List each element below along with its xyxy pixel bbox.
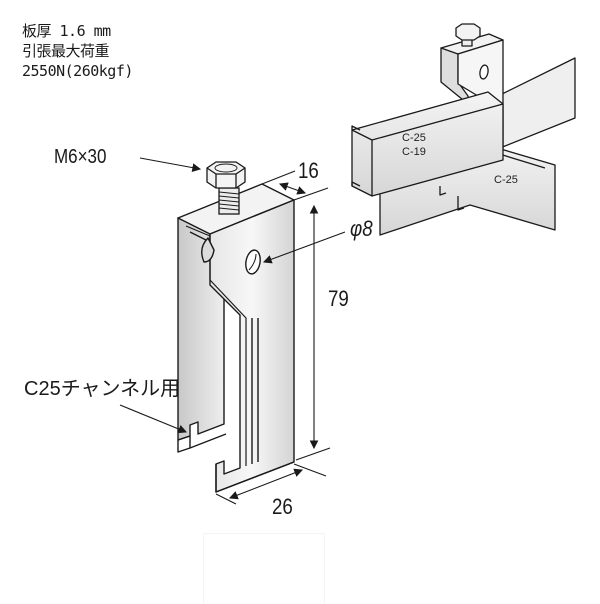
hanger-bracket [177, 183, 295, 493]
channel-label-c25-lower: C-25 [494, 174, 518, 186]
bolt-hex-head [206, 161, 246, 189]
assembly-bolt-head [455, 23, 481, 41]
width-16-label: 16 [298, 158, 319, 183]
blank-frame [203, 533, 325, 604]
channel-leader [119, 404, 188, 434]
bolt-m6 [206, 161, 246, 215]
hole-diameter-label: φ8 [350, 216, 373, 241]
side-hole [201, 237, 215, 263]
channel-assembly [351, 23, 576, 236]
height-79-label: 79 [328, 286, 349, 311]
bolt-leader [139, 157, 202, 172]
rear-channel [499, 57, 576, 149]
hook-left [177, 433, 227, 449]
plate-thickness-spec: 板厚 1.6 mm [22, 22, 111, 40]
bolt-spec-label: M6×30 [54, 146, 107, 168]
hole-leader [262, 231, 346, 264]
dim-16-line [278, 182, 307, 195]
channel-label-c19: C-19 [402, 146, 426, 158]
channel-label-c25-upper: C-25 [402, 132, 426, 144]
front-hole [245, 249, 261, 275]
max-load-label: 引張最大荷重 [22, 42, 110, 60]
width-26-label: 26 [272, 494, 293, 519]
dim-26-line [228, 468, 304, 500]
max-load-value: 2550N(260kgf) [22, 62, 133, 80]
channel-use-label: C25チャンネル用 [24, 378, 181, 400]
